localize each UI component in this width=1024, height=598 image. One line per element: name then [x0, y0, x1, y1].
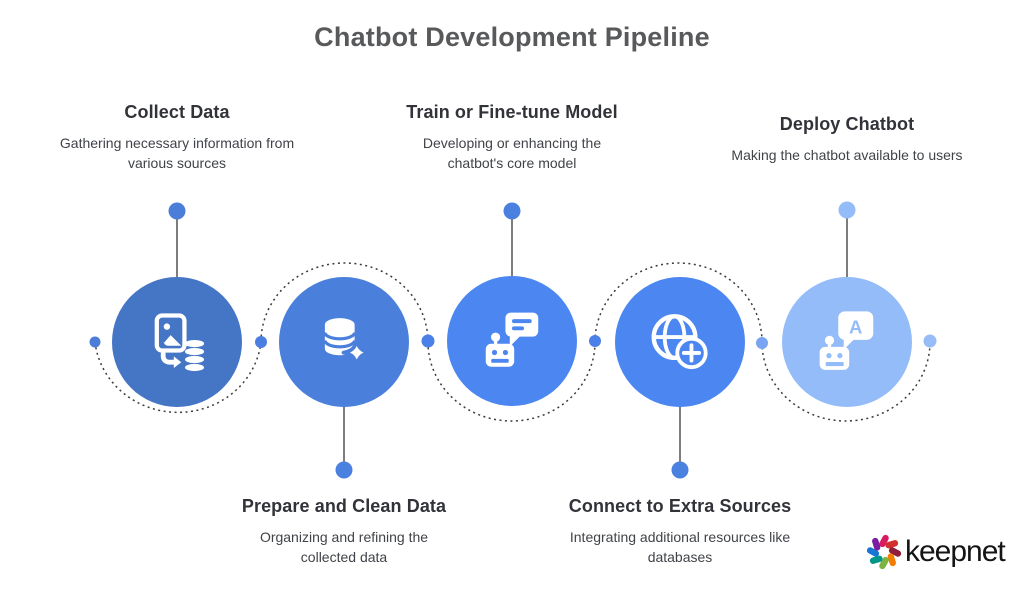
- weave-dot-4-5: [756, 337, 768, 349]
- stem-dot-step2: [335, 461, 353, 479]
- weave-dot-right-edge: [923, 334, 937, 348]
- weave-dot-left-edge: [89, 336, 101, 348]
- step-3-description: Developing or enhancing the chatbot's co…: [422, 135, 602, 171]
- step-5-text-block: Deploy Chatbot Making the chatbot availa…: [707, 114, 987, 165]
- keepnet-pinwheel-icon: [866, 534, 902, 570]
- step-1-description: Gathering necessary information from var…: [59, 135, 295, 171]
- weave-dot-3-4: [589, 335, 601, 347]
- step-4-description: Integrating additional resources like da…: [569, 529, 791, 565]
- stem-lines: [176, 218, 848, 463]
- keepnet-logo: keepnet: [864, 532, 1006, 572]
- stem-dot-step4: [671, 461, 689, 479]
- chatbot-chat-icon: [485, 312, 539, 367]
- dashed-arc-over-step4: [594, 262, 763, 343]
- dashed-arc-under-step5: [761, 341, 931, 422]
- chatbot-reply-icon: A: [819, 311, 874, 370]
- database-sparkle-icon: [323, 318, 372, 368]
- step-4-circle: [615, 277, 745, 407]
- step-5-description: Making the chatbot available to users: [731, 147, 963, 163]
- step-2-description: Organizing and refining the collected da…: [259, 529, 429, 565]
- step-5-circle: A: [782, 277, 912, 407]
- stem-dot-step5: [838, 201, 856, 219]
- step-1-circle: [112, 277, 242, 407]
- step-3-label: Train or Fine-tune Model: [406, 102, 618, 122]
- weave-dot-1-2: [255, 336, 267, 348]
- node-dots: [89, 201, 937, 479]
- dashed-arc-over-step2: [260, 262, 429, 343]
- dashed-arc-under-step1: [94, 341, 262, 414]
- keepnet-logo-text: keepnet: [905, 535, 1006, 568]
- step-3-circle: [447, 276, 577, 406]
- step-4-label: Connect to Extra Sources: [568, 496, 792, 516]
- weave-dot-2-3: [421, 334, 435, 348]
- step-2-text-block: Prepare and Clean Data Organizing and re…: [194, 496, 494, 567]
- step-2-circle: [279, 277, 409, 407]
- step-1-label: Collect Data: [124, 102, 230, 122]
- step-4-text-block: Connect to Extra Sources Integrating add…: [530, 496, 830, 567]
- step-3-text-block: Train or Fine-tune Model Developing or e…: [372, 102, 652, 173]
- dashed-arc-under-step3: [427, 341, 596, 422]
- stem-dot-step3: [503, 202, 521, 220]
- dashed-weave-path: [94, 262, 931, 422]
- step-2-label: Prepare and Clean Data: [241, 496, 447, 516]
- stem-dot-step1: [168, 202, 186, 220]
- globe-plus-icon: [651, 314, 708, 370]
- step-1-text-block: Collect Data Gathering necessary informa…: [37, 102, 317, 173]
- step-5-label: Deploy Chatbot: [779, 114, 915, 134]
- page-title: Chatbot Development Pipeline: [314, 22, 710, 52]
- file-to-database-icon: [154, 313, 205, 372]
- reply-letter: A: [849, 316, 862, 337]
